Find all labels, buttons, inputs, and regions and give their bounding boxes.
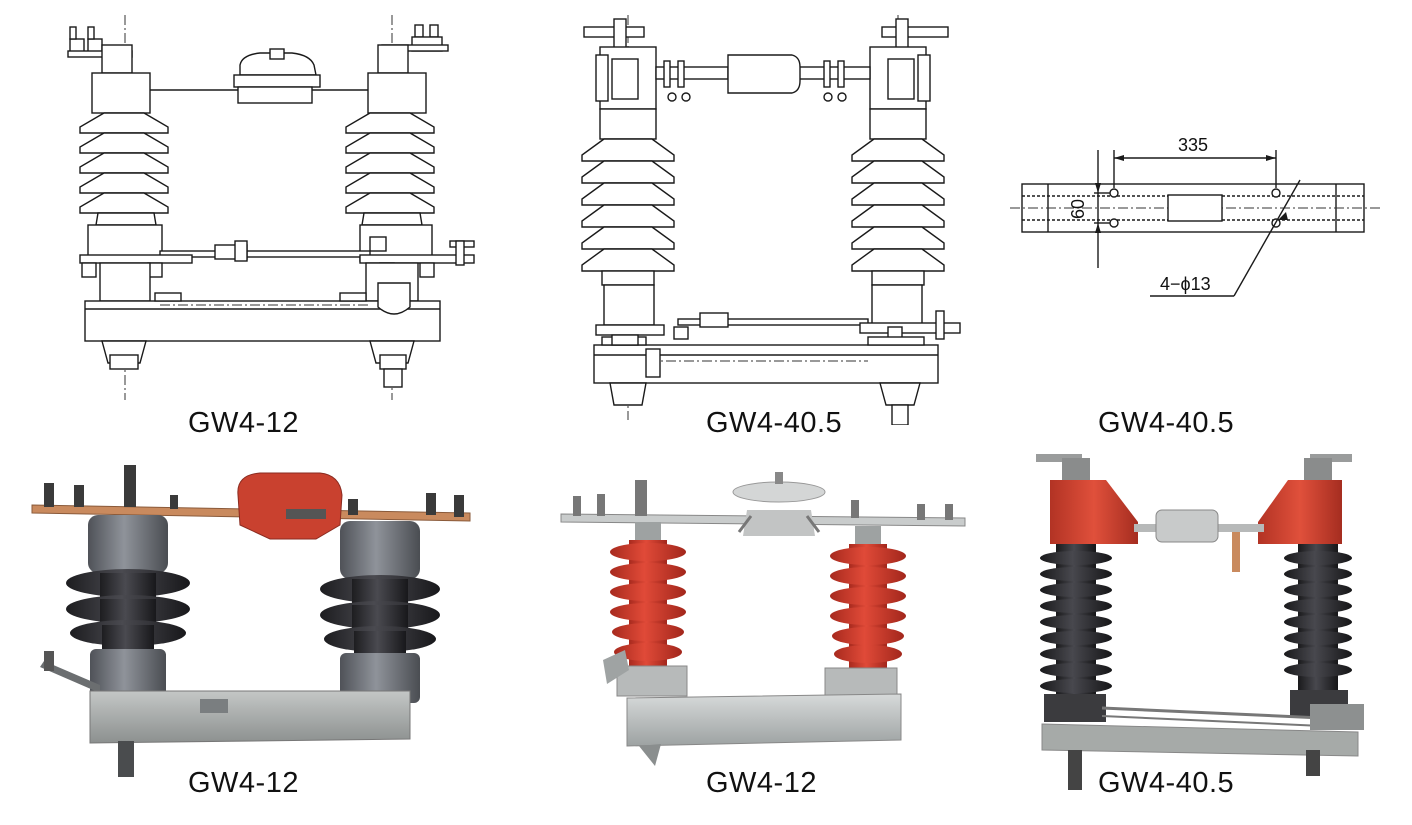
caption-gw4-12-photo-dark: GW4-12 (188, 767, 299, 799)
caption-gw4-12-drawing: GW4-12 (188, 407, 299, 439)
dimension-60: 60 (1068, 199, 1088, 219)
caption-gw4-40-5-drawing: GW4-40.5 (706, 407, 843, 439)
gw4-40-5-photo (1036, 454, 1364, 790)
hole-spec: 4−ϕ13 (1160, 274, 1211, 294)
caption-base-bar-drawing: GW4-40.5 (1098, 407, 1235, 439)
dimension-335: 335 (1178, 135, 1208, 155)
caption-gw4-12-photo-red: GW4-12 (706, 767, 817, 799)
base-bar-dimension-drawing: 335 60 4−ϕ13 (1010, 135, 1380, 297)
gw4-12-photo-dark (31, 465, 471, 777)
gw4-40-5-drawing (581, 15, 961, 425)
gw4-12-drawing (67, 15, 475, 400)
gw4-12-photo-red (560, 472, 966, 766)
caption-gw4-40-5-photo: GW4-40.5 (1098, 767, 1235, 799)
